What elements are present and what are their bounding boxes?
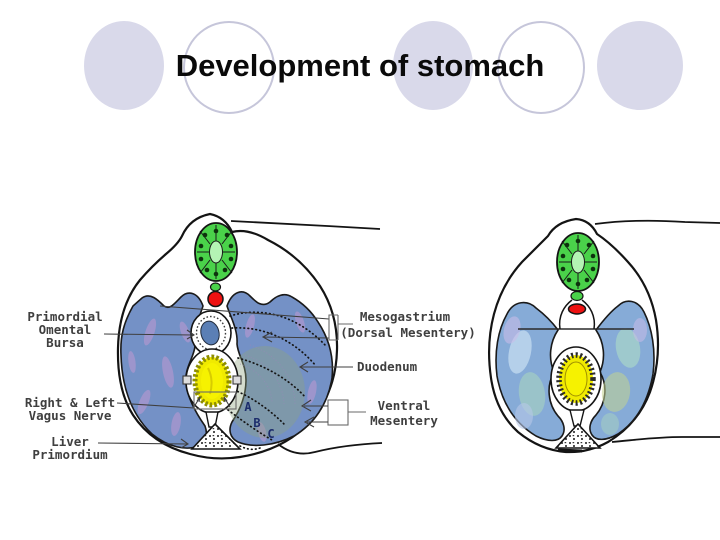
label-right-left: Right & Left — [25, 395, 115, 410]
decor-circle-3 — [393, 21, 473, 110]
gut-stalk-right — [569, 409, 585, 427]
bracket-vagus — [193, 391, 237, 410]
bracket-mesogastrium — [328, 314, 353, 341]
leader-duodenum — [298, 361, 353, 373]
slide-title: Development of stomach — [175, 48, 545, 83]
region-letter-b: B — [253, 416, 260, 430]
leader-omental-bursa — [103, 329, 196, 340]
left-cross-section: A B C — [116, 212, 383, 460]
label-liver-primordium: Primordium — [32, 447, 108, 462]
channel-left-edge — [558, 299, 573, 330]
omental-bursa-shape — [200, 320, 220, 346]
right-cross-section — [488, 217, 720, 454]
liver-primordium-right — [554, 422, 602, 449]
leader-ventral-lower — [303, 416, 328, 428]
label-dorsal-mesentery: (Dorsal Mesentery) — [340, 325, 475, 340]
mesogastrium-wash — [225, 346, 305, 438]
right-vagus-square — [232, 375, 242, 385]
label-mesentery: Mesentery — [370, 413, 438, 428]
dorsal-aorta-right — [567, 303, 587, 315]
leader-mesogastrium-upper — [159, 305, 330, 320]
mesogastrium-texture — [239, 344, 296, 406]
left-vagus-square — [182, 375, 192, 385]
label-vagus-nerve: Vagus Nerve — [29, 408, 112, 423]
decor-circle-2 — [183, 21, 275, 114]
body-extension-line-top-right — [594, 219, 720, 225]
body-wall-right-lobe — [226, 291, 334, 447]
region-letter-a: A — [244, 400, 252, 414]
label-duodenum: Duodenum — [357, 359, 418, 374]
label-liver: Liver — [51, 434, 89, 449]
bursa-dotted-ring — [195, 315, 227, 351]
notochord — [209, 282, 222, 292]
body-outline — [116, 212, 339, 460]
decor-circle-5 — [597, 21, 683, 110]
body-extension-line-bottom-right — [611, 436, 720, 443]
vagus-arrows — [193, 396, 231, 408]
leader-dorsal-mesentery — [261, 331, 330, 343]
body-outline-right — [488, 217, 660, 454]
leader-lines — [97, 305, 366, 449]
bottom-mark — [557, 448, 583, 453]
region-letter-c: C — [267, 427, 274, 441]
decor-circle-1 — [84, 21, 164, 110]
watercolor-washes — [503, 316, 647, 435]
body-extension-line-bottom — [277, 442, 383, 455]
label-ventral: Ventral — [378, 398, 431, 413]
label-bursa: Bursa — [46, 335, 84, 350]
liver-primordium-shape — [190, 422, 242, 450]
notochord-right — [570, 290, 584, 302]
label-omental: Omental — [39, 322, 92, 337]
bracket-ventral — [327, 399, 349, 426]
channel-right-edge — [581, 299, 596, 330]
leader-ventral-upper — [300, 399, 328, 412]
decor-circle-4 — [497, 21, 585, 114]
dorsal-aorta — [207, 290, 224, 308]
body-extension-line-top — [230, 220, 381, 230]
label-primordial: Primordial — [27, 309, 102, 324]
figure-labels: Primordial Omental Bursa Right & Left Va… — [25, 309, 476, 462]
leader-vagus — [116, 402, 195, 409]
label-mesogastrium: Mesogastrium — [360, 309, 451, 324]
leader-liver — [97, 438, 190, 449]
stomach-lumen-right — [564, 361, 588, 397]
